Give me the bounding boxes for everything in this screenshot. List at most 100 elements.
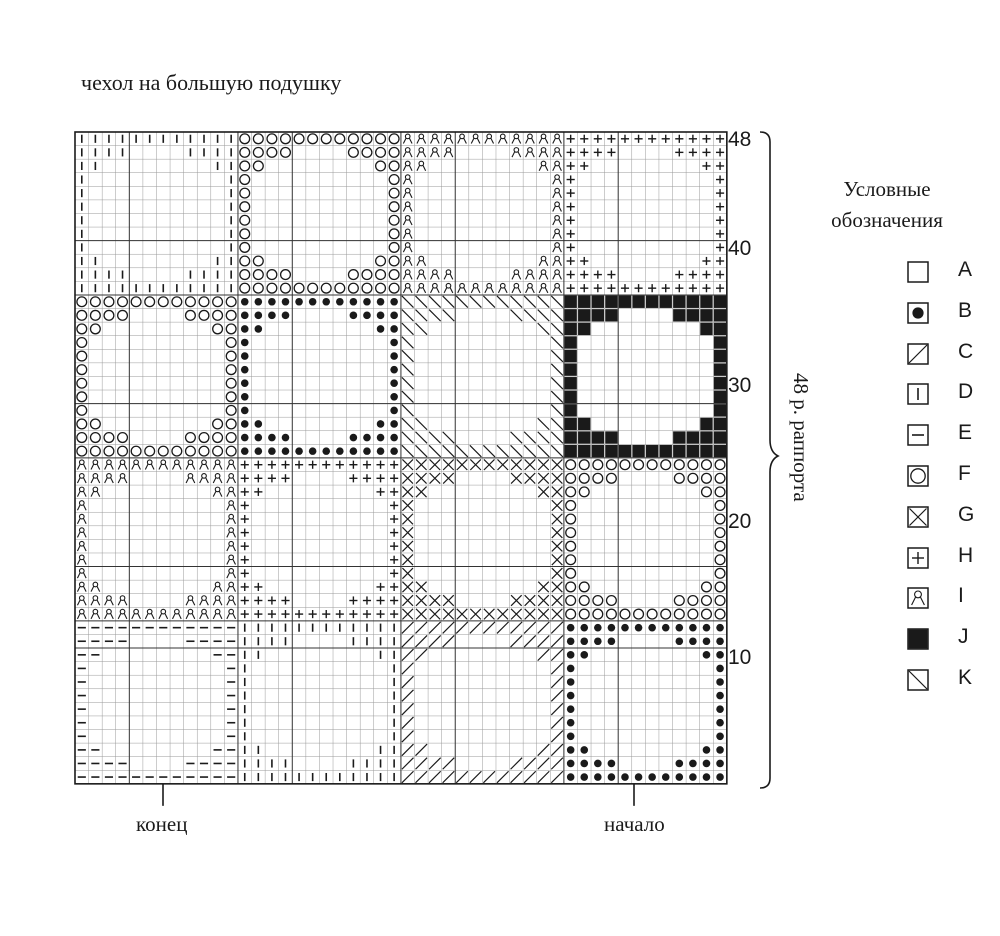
- chart-cell-H: [715, 243, 725, 252]
- chart-cell-G: [415, 608, 428, 620]
- chart-cell-F: [714, 459, 726, 471]
- chart-cell-F: [375, 255, 387, 267]
- chart-cell-F: [605, 608, 617, 620]
- chart-cell-I: [76, 486, 87, 497]
- chart-cell-F: [130, 296, 142, 308]
- chart-cell-I: [131, 459, 141, 470]
- chart-cell-K: [401, 322, 414, 336]
- chart-cell-G: [537, 581, 550, 593]
- chart-cell-G: [551, 554, 563, 566]
- chart-cell-H: [349, 596, 358, 605]
- chart-cell-B: [675, 773, 684, 781]
- chart-cell-H: [566, 161, 575, 171]
- chart-cell-I: [104, 459, 114, 470]
- chart-cell-J: [605, 444, 618, 458]
- chart-cell-H: [267, 474, 276, 483]
- chart-cell-F: [266, 133, 278, 145]
- chart-cell-I: [552, 160, 562, 171]
- chart-cell-F: [89, 309, 101, 321]
- chart-cell-G: [551, 513, 563, 525]
- chart-cell-H: [376, 460, 385, 469]
- chart-cell-F: [660, 608, 672, 620]
- chart-cell-I: [76, 568, 87, 579]
- chart-cell-H: [607, 148, 616, 157]
- chart-cell-I: [90, 486, 101, 497]
- chart-cell-I: [416, 160, 427, 171]
- chart-cell-K: [401, 431, 414, 444]
- chart-cell-B: [702, 651, 711, 659]
- chart-cell-H: [390, 582, 399, 592]
- chart-cell-F: [388, 173, 400, 186]
- legend-label: C: [958, 339, 974, 363]
- chart-cell-H: [715, 284, 725, 293]
- chart-cell-C: [442, 770, 455, 784]
- chart-cell-F: [388, 214, 400, 226]
- chart-cell-B: [254, 325, 263, 333]
- chart-cell-B: [254, 420, 263, 428]
- chart-cell-F: [239, 173, 251, 186]
- chart-cell-H: [240, 610, 249, 619]
- legend-symbol-blank-icon: [907, 261, 929, 283]
- chart-cell-I: [76, 500, 87, 511]
- chart-cell-H: [254, 487, 263, 496]
- chart-cell-C: [401, 662, 414, 675]
- chart-cell-F: [225, 391, 237, 403]
- chart-cell-J: [686, 309, 700, 322]
- chart-cell-G: [510, 594, 523, 607]
- chart-cell-H: [349, 610, 358, 619]
- chart-cell-I: [90, 581, 101, 592]
- chart-cell-I: [538, 269, 549, 280]
- chart-cell-G: [469, 458, 482, 471]
- chart-cell-B: [716, 623, 724, 632]
- chart-cell-B: [336, 297, 344, 306]
- chart-cell-B: [281, 447, 290, 455]
- chart-cell-B: [702, 623, 711, 632]
- chart-cell-F: [565, 513, 577, 525]
- chart-cell-F: [144, 296, 156, 308]
- chart-cell-H: [580, 270, 589, 279]
- chart-cell-F: [76, 336, 88, 349]
- chart-cell-C: [415, 621, 428, 634]
- chart-cell-G: [401, 526, 414, 539]
- chart-cell-H: [390, 487, 399, 496]
- chart-cell-I: [104, 472, 114, 484]
- chart-cell-C: [550, 621, 564, 634]
- chart-cell-F: [687, 472, 699, 484]
- chart-cell-B: [607, 637, 616, 646]
- chart-cell-H: [390, 528, 399, 537]
- chart-cell-F: [212, 445, 224, 457]
- chart-cell-I: [470, 282, 481, 294]
- legend-item: C: [906, 340, 986, 370]
- chart-cell-I: [117, 595, 128, 606]
- chart-cell-I: [552, 147, 562, 158]
- chart-cell-H: [702, 256, 711, 266]
- chart-cell-H: [566, 216, 575, 225]
- chart-cell-I: [525, 133, 535, 144]
- chart-cell-F: [388, 241, 400, 253]
- chart-cell-K: [537, 431, 550, 444]
- chart-cell-F: [225, 377, 237, 389]
- chart-cell-J: [686, 444, 700, 458]
- chart-cell-G: [551, 581, 563, 593]
- chart-cell-K: [415, 431, 428, 444]
- chart-cell-H: [566, 134, 575, 143]
- chart-cell-H: [702, 161, 711, 171]
- legend-item: K: [906, 666, 986, 696]
- chart-cell-F: [714, 527, 726, 539]
- chart-cell-F: [239, 146, 251, 158]
- chart-cell-G: [510, 458, 523, 471]
- chart-cell-F: [76, 323, 88, 335]
- chart-cell-I: [90, 472, 101, 484]
- chart-cell-F: [347, 133, 359, 145]
- chart-cell-F: [76, 377, 88, 389]
- chart-cell-H: [566, 175, 575, 184]
- chart-cell-F: [347, 146, 359, 158]
- chart-cell-F: [89, 432, 101, 444]
- chart-cell-B: [349, 311, 358, 320]
- chart-cell-B: [580, 623, 589, 632]
- chart-cell-K: [442, 444, 455, 458]
- chart-cell-F: [375, 282, 387, 294]
- chart-cell-I: [538, 160, 549, 171]
- chart-cell-G: [415, 458, 428, 471]
- chart-cell-G: [401, 608, 414, 620]
